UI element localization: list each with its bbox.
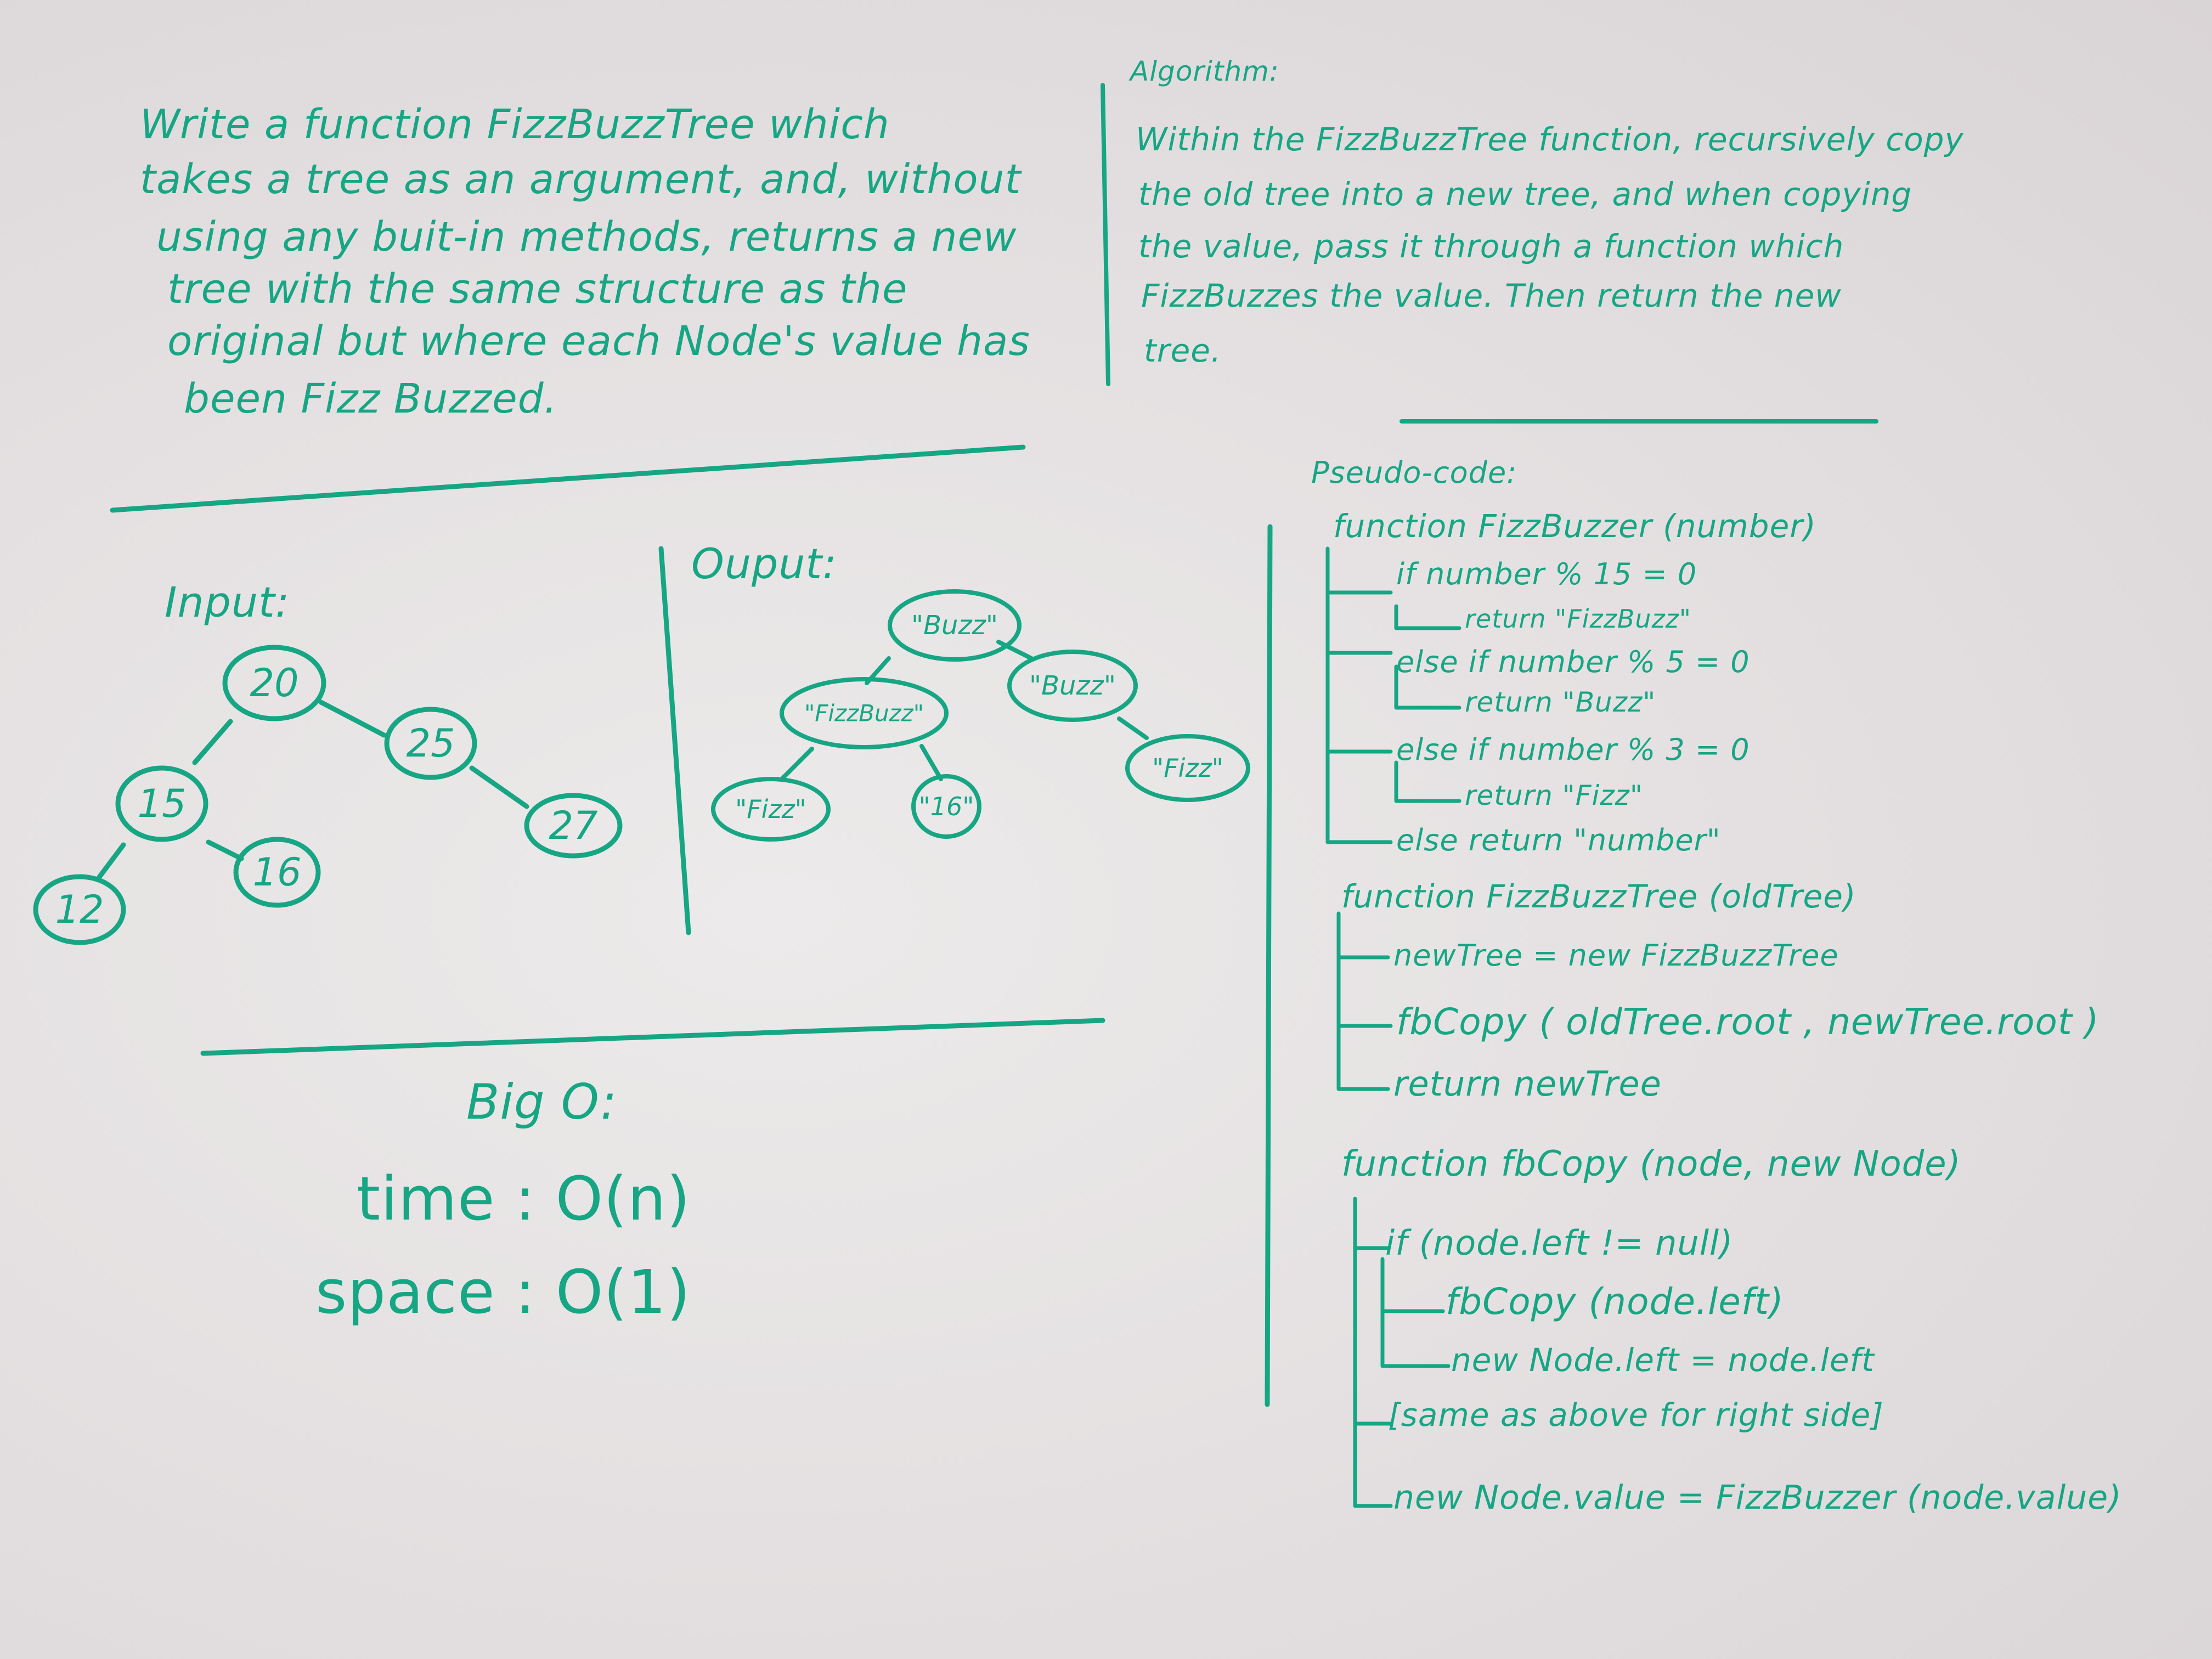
output-node-root bbox=[888, 589, 1022, 662]
pseudocode-line-18: new Node.value = FizzBuzzer (node.value) bbox=[1393, 1479, 2122, 1517]
input-node-15-label: 15 bbox=[137, 781, 186, 826]
output-node-fizz-left-label: "Fizz" bbox=[735, 794, 806, 824]
big-o-time: time : O(n) bbox=[357, 1164, 691, 1234]
connector-fbcopy bbox=[1353, 1197, 1393, 1508]
algorithm-line-1: Within the FizzBuzzTree function, recurs… bbox=[1136, 121, 1964, 158]
edge-buzz-buzz bbox=[996, 640, 1034, 661]
input-node-16-label: 16 bbox=[252, 850, 301, 895]
big-o-title: Big O: bbox=[466, 1074, 618, 1130]
edge-fizzbuzz-16 bbox=[919, 744, 943, 781]
input-node-15 bbox=[115, 765, 208, 842]
output-node-fizz-right bbox=[1125, 734, 1250, 802]
problem-line-1: Write a function FizzBuzzTree which bbox=[140, 101, 890, 148]
output-tree: "Buzz" "Buzz" "FizzBuzz" "Fizz" "Fizz" "… bbox=[711, 589, 1250, 842]
edge-25-27 bbox=[469, 765, 529, 809]
problem-line-3: using any buit-in methods, returns a new bbox=[156, 213, 1017, 261]
algorithm-title: Algorithm: bbox=[1130, 55, 1279, 87]
pseudocode-line-14: if (node.left != null) bbox=[1385, 1223, 1734, 1263]
output-node-fizzbuzz-label: "FizzBuzz" bbox=[804, 700, 924, 727]
pseudocode-line-8: else return "number" bbox=[1396, 823, 1721, 857]
pseudocode-connectors bbox=[1325, 546, 1462, 1508]
output-node-fizz-left bbox=[711, 777, 831, 842]
pseudocode-line-1: function FizzBuzzer (number) bbox=[1333, 507, 1816, 545]
divider-vertical-right bbox=[1265, 524, 1273, 1407]
input-label: Input: bbox=[165, 578, 290, 627]
algorithm-line-5: tree. bbox=[1144, 332, 1222, 369]
input-node-16 bbox=[233, 837, 321, 908]
input-node-25 bbox=[384, 707, 477, 780]
pseudocode-line-15: fbCopy (node.left) bbox=[1446, 1280, 1784, 1323]
pseudocode-line-2: if number % 15 = 0 bbox=[1396, 557, 1697, 591]
input-node-25-label: 25 bbox=[406, 721, 455, 766]
divider-vertical-top bbox=[1101, 83, 1110, 386]
edge-buzz-fizz bbox=[1117, 716, 1149, 740]
input-node-27-label: 27 bbox=[549, 803, 597, 848]
pseudocode-line-3: return "FizzBuzz" bbox=[1465, 604, 1691, 634]
pseudocode-line-6: else if number % 3 = 0 bbox=[1396, 732, 1750, 767]
edge-15-12 bbox=[96, 842, 126, 881]
output-node-fizz-right-label: "Fizz" bbox=[1152, 753, 1223, 783]
output-node-16-label: "16" bbox=[919, 792, 974, 821]
problem-line-6: been Fizz Buzzed. bbox=[184, 375, 558, 422]
input-node-12-label: 12 bbox=[55, 887, 104, 932]
big-o-space: space : O(1) bbox=[315, 1257, 691, 1327]
output-node-fizzbuzz bbox=[780, 677, 949, 749]
pseudocode-line-7: return "Fizz" bbox=[1465, 780, 1643, 811]
output-label: Ouput: bbox=[691, 539, 837, 588]
divider-top-left bbox=[110, 444, 1026, 513]
problem-line-2: takes a tree as an argument, and, withou… bbox=[140, 156, 1022, 203]
pseudocode-line-11: fbCopy ( oldTree.root , newTree.root ) bbox=[1396, 1001, 2100, 1043]
pseudocode-line-9: function FizzBuzzTree (oldTree) bbox=[1341, 878, 1857, 915]
pseudocode-title: Pseudo-code: bbox=[1311, 455, 1517, 490]
divider-vertical-trees bbox=[658, 546, 691, 935]
output-node-buzz-label: "Buzz" bbox=[1029, 670, 1116, 701]
divider-middle bbox=[200, 1018, 1105, 1056]
input-node-27 bbox=[524, 793, 623, 859]
output-node-16 bbox=[911, 774, 981, 839]
edge-15-16 bbox=[206, 839, 244, 861]
pseudocode-line-5: return "Buzz" bbox=[1465, 686, 1656, 718]
pseudocode-line-10: newTree = new FizzBuzzTree bbox=[1393, 938, 1839, 973]
connector-fizzbuzzer-inner bbox=[1394, 604, 1462, 803]
pseudocode-line-16: new Node.left = node.left bbox=[1451, 1341, 1875, 1379]
output-node-root-label: "Buzz" bbox=[911, 610, 998, 641]
connector-fizzbuzzer bbox=[1325, 546, 1393, 844]
input-node-20-label: 20 bbox=[250, 661, 298, 706]
problem-line-5: original but where each Node's value has bbox=[167, 318, 1030, 365]
input-node-20 bbox=[222, 645, 326, 721]
input-tree: 20 25 15 27 16 12 bbox=[33, 645, 623, 945]
output-node-buzz bbox=[1007, 650, 1138, 722]
edge-fizzbuzz-fizz bbox=[780, 747, 814, 781]
edge-20-25 bbox=[318, 699, 387, 738]
algorithm-line-2: the old tree into a new tree, and when c… bbox=[1138, 176, 1912, 213]
input-node-12 bbox=[33, 874, 126, 945]
algorithm-line-3: the value, pass it through a function wh… bbox=[1138, 228, 1844, 265]
pseudocode-line-17: [same as above for right side] bbox=[1388, 1396, 1884, 1434]
algorithm-line-4: FizzBuzzes the value. Then return the ne… bbox=[1141, 277, 1842, 314]
connector-fizzbuzztree bbox=[1336, 911, 1393, 1091]
pseudocode-line-12: return newTree bbox=[1393, 1064, 1662, 1104]
pseudocode-line-13: function fbCopy (node, new Node) bbox=[1341, 1144, 1961, 1184]
pseudocode-line-4: else if number % 5 = 0 bbox=[1396, 645, 1750, 679]
problem-line-4: tree with the same structure as the bbox=[167, 266, 908, 313]
edge-20-15 bbox=[192, 719, 233, 765]
connector-fbcopy-inner bbox=[1380, 1257, 1451, 1368]
